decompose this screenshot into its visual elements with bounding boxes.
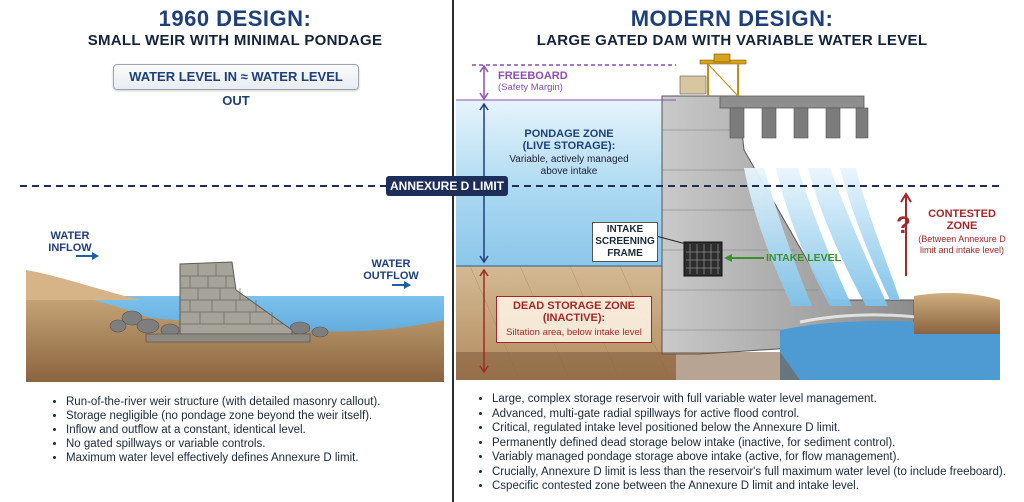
freeboard-bracket: [456, 64, 676, 101]
intake-screen-label: INTAKE SCREENING FRAME: [592, 222, 658, 262]
list-item: Storage negligible (no pondage zone beyo…: [66, 409, 456, 423]
list-item: Advanced, multi-gate radial spillways fo…: [492, 407, 1024, 422]
list-item: Crucially, Annexure D limit is less than…: [492, 465, 1024, 480]
inflow-arrow: [76, 252, 99, 260]
list-item: Run-of-the-river weir structure (with de…: [66, 395, 456, 409]
panel-divider: [452, 0, 454, 502]
annexure-d-label: ANNEXURE D LIMIT: [386, 176, 508, 196]
question-mark-icon: ?: [896, 212, 911, 239]
right-subtitle: LARGE GATED DAM WITH VARIABLE WATER LEVE…: [536, 32, 928, 49]
intake-screen-grid: [683, 241, 723, 277]
list-item: Variably managed pondage storage above i…: [492, 450, 1024, 465]
list-item: No gated spillways or variable controls.: [66, 437, 456, 451]
list-item: Permanently defined dead storage below i…: [492, 436, 1024, 451]
contested-zone-label: CONTESTED ZONE (Between Annexure D limit…: [918, 208, 1006, 255]
intake-level-arrow: [724, 254, 764, 262]
gantry-crane: [679, 53, 747, 97]
list-item: Large, complex storage reservoir with fu…: [492, 392, 1024, 407]
contested-arrow: [900, 192, 912, 276]
inflow-label: WATER INFLOW: [48, 230, 92, 254]
list-item: Maximum water level effectively defines …: [66, 451, 456, 465]
left-subtitle: SMALL WEIR WITH MINIMAL PONDAGE: [87, 32, 383, 49]
intake-level-label: INTAKE LEVEL: [766, 252, 842, 264]
left-title: 1960 DESIGN:: [158, 6, 312, 31]
list-item: Critical, regulated intake level positio…: [492, 421, 1024, 436]
dead-storage-bracket: [479, 268, 489, 374]
list-item: Cspecific contested zone between the Ann…: [492, 479, 1024, 494]
outflow-label: WATER OUTFLOW: [363, 258, 419, 282]
right-bullet-list: Large, complex storage reservoir with fu…: [478, 392, 1024, 494]
weir-structure: [145, 261, 311, 343]
list-item: Inflow and outflow at a constant, identi…: [66, 423, 456, 437]
freeboard-label: FREEBOARD (Safety Margin): [498, 70, 568, 93]
water-level-badge: WATER LEVEL IN ≈ WATER LEVEL OUT: [113, 64, 359, 108]
left-scene: [26, 252, 444, 382]
spillway-flow: [744, 168, 900, 306]
left-bullet-list: Run-of-the-river weir structure (with de…: [52, 395, 456, 465]
dead-storage-label: DEAD STORAGE ZONE (INACTIVE): Siltation …: [496, 296, 652, 343]
pondage-label: PONDAGE ZONE (LIVE STORAGE): Variable, a…: [509, 128, 629, 177]
right-title: MODERN DESIGN:: [630, 6, 834, 31]
outflow-arrow: [392, 281, 411, 289]
